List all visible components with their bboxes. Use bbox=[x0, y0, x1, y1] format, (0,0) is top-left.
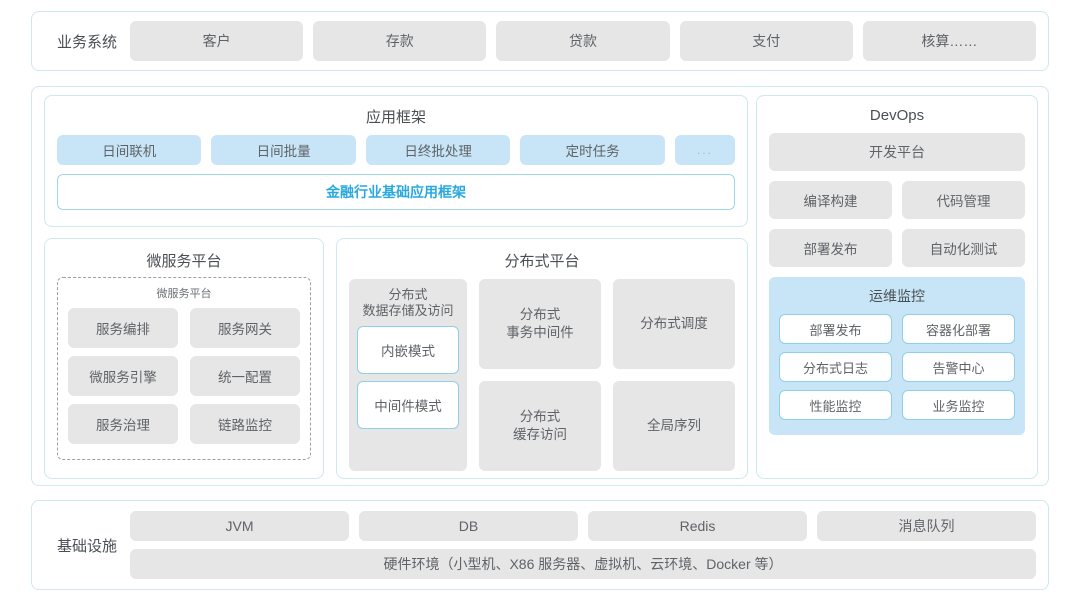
devops-panel: DevOps 开发平台 编译构建 代码管理 部署发布 自动化测试 运维监控 部署… bbox=[756, 95, 1038, 479]
infrastructure-items: JVM DB Redis 消息队列 bbox=[130, 511, 1036, 541]
microservice-platform-title: 微服务平台 bbox=[146, 253, 222, 270]
devops-item-code-management[interactable]: 代码管理 bbox=[902, 181, 1025, 219]
app-framework-item-eod-batch[interactable]: 日终批处理 bbox=[365, 135, 511, 165]
platform-left-column: 应用框架 日间联机 日间批量 日终批处理 定时任务 ... 金融行业基础应用框架… bbox=[44, 95, 748, 479]
distributed-platform-title: 分布式平台 bbox=[504, 253, 580, 270]
microservice-item-service-governance[interactable]: 服务治理 bbox=[68, 404, 178, 444]
app-framework-item-daytime-batch[interactable]: 日间批量 bbox=[211, 135, 356, 165]
application-framework-items: 日间联机 日间批量 日终批处理 定时任务 ... bbox=[57, 135, 735, 165]
business-system-deposit[interactable]: 存款 bbox=[313, 21, 487, 61]
ops-item-performance-monitoring[interactable]: 性能监控 bbox=[779, 390, 892, 420]
financial-base-framework-banner[interactable]: 金融行业基础应用框架 bbox=[57, 174, 735, 210]
distributed-cache-access[interactable]: 分布式缓存访问 bbox=[479, 381, 601, 471]
microservice-item-service-gateway[interactable]: 服务网关 bbox=[190, 308, 300, 348]
ops-monitoring-group: 运维监控 部署发布 容器化部署 分布式日志 告警中心 性能监控 业务监控 bbox=[769, 277, 1025, 435]
distributed-platform-panel: 分布式平台 分布式 数据存储及访问 内嵌模式 中间件模式 bbox=[336, 238, 748, 479]
application-framework-panel: 应用框架 日间联机 日间批量 日终批处理 定时任务 ... 金融行业基础应用框架 bbox=[44, 95, 748, 227]
infrastructure-item-redis[interactable]: Redis bbox=[588, 511, 807, 541]
application-framework-title: 应用框架 bbox=[365, 109, 426, 126]
microservice-item-unified-config[interactable]: 统一配置 bbox=[190, 356, 300, 396]
microservice-platform-inner-group: 微服务平台 服务编排 服务网关 微服务引擎 统一配置 服务治理 链路监控 bbox=[57, 277, 311, 460]
infrastructure-hardware-environment[interactable]: 硬件环境（小型机、X86 服务器、虚拟机、云环境、Docker 等） bbox=[130, 549, 1036, 579]
distributed-platform-grid: 分布式 数据存储及访问 内嵌模式 中间件模式 分布式事务中间件 bbox=[349, 279, 735, 471]
app-framework-item-more[interactable]: ... bbox=[674, 135, 735, 165]
distributed-transaction-middleware[interactable]: 分布式事务中间件 bbox=[479, 279, 601, 369]
infrastructure-panel: 基础设施 JVM DB Redis 消息队列 硬件环境（小型机、X86 服务器、… bbox=[31, 500, 1049, 590]
devops-items: 编译构建 代码管理 部署发布 自动化测试 bbox=[769, 181, 1025, 267]
ops-item-alert-center[interactable]: 告警中心 bbox=[902, 352, 1015, 382]
business-system-loan[interactable]: 贷款 bbox=[496, 21, 670, 61]
distributed-platform-column-2: 分布式事务中间件 分布式缓存访问 bbox=[479, 279, 601, 471]
devops-title: DevOps bbox=[869, 107, 925, 124]
devops-item-automated-test[interactable]: 自动化测试 bbox=[902, 229, 1025, 267]
ops-item-deploy-release[interactable]: 部署发布 bbox=[779, 314, 892, 344]
business-systems-label: 业务系统 bbox=[56, 33, 117, 51]
distributed-platform-column-3: 分布式调度 全局序列 bbox=[613, 279, 735, 471]
distributed-data-storage-box[interactable]: 分布式 数据存储及访问 内嵌模式 中间件模式 bbox=[349, 279, 467, 471]
microservice-platform-items: 服务编排 服务网关 微服务引擎 统一配置 服务治理 链路监控 bbox=[68, 308, 300, 444]
distributed-data-storage-title-line2: 数据存储及访问 bbox=[362, 303, 454, 319]
devops-item-compile-build[interactable]: 编译构建 bbox=[769, 181, 892, 219]
infrastructure-content: JVM DB Redis 消息队列 硬件环境（小型机、X86 服务器、虚拟机、云… bbox=[130, 511, 1036, 579]
infrastructure-item-jvm[interactable]: JVM bbox=[130, 511, 349, 541]
app-framework-item-daytime-online[interactable]: 日间联机 bbox=[57, 135, 202, 165]
business-system-accounting[interactable]: 核算…… bbox=[862, 21, 1037, 61]
microservice-item-service-orchestration[interactable]: 服务编排 bbox=[68, 308, 178, 348]
infrastructure-item-db[interactable]: DB bbox=[359, 511, 578, 541]
business-systems-items: 客户 存款 贷款 支付 核算…… bbox=[130, 21, 1037, 61]
distributed-platform-column-1: 分布式 数据存储及访问 内嵌模式 中间件模式 bbox=[349, 279, 467, 471]
distributed-data-storage-title-line1: 分布式 bbox=[388, 287, 428, 302]
infrastructure-item-message-queue[interactable]: 消息队列 bbox=[817, 511, 1036, 541]
distributed-scheduling[interactable]: 分布式调度 bbox=[613, 279, 735, 369]
ops-item-containerized-deploy[interactable]: 容器化部署 bbox=[902, 314, 1015, 344]
devops-item-dev-platform[interactable]: 开发平台 bbox=[769, 133, 1025, 171]
distributed-data-storage-title: 分布式 数据存储及访问 bbox=[357, 287, 459, 320]
distributed-transaction-middleware-label: 分布式事务中间件 bbox=[506, 307, 574, 340]
business-system-payment[interactable]: 支付 bbox=[679, 21, 853, 61]
ops-monitoring-title: 运维监控 bbox=[869, 288, 925, 304]
storage-mode-middleware[interactable]: 中间件模式 bbox=[357, 380, 459, 429]
app-framework-item-scheduled-task[interactable]: 定时任务 bbox=[520, 135, 665, 165]
ops-item-distributed-log[interactable]: 分布式日志 bbox=[779, 352, 892, 382]
business-system-customer[interactable]: 客户 bbox=[130, 21, 304, 61]
platform-band: 应用框架 日间联机 日间批量 日终批处理 定时任务 ... 金融行业基础应用框架… bbox=[31, 86, 1049, 486]
storage-mode-embedded[interactable]: 内嵌模式 bbox=[357, 325, 459, 374]
distributed-cache-access-label: 分布式缓存访问 bbox=[513, 409, 567, 442]
infrastructure-label: 基础设施 bbox=[56, 537, 117, 555]
ops-monitoring-items: 部署发布 容器化部署 分布式日志 告警中心 性能监控 业务监控 bbox=[779, 314, 1015, 420]
microservice-item-trace-monitoring[interactable]: 链路监控 bbox=[190, 404, 300, 444]
devops-item-deploy-release[interactable]: 部署发布 bbox=[769, 229, 892, 267]
microservice-platform-panel: 微服务平台 微服务平台 服务编排 服务网关 微服务引擎 统一配置 服务治理 链路… bbox=[44, 238, 324, 479]
business-systems-panel: 业务系统 客户 存款 贷款 支付 核算…… bbox=[31, 11, 1049, 71]
ops-item-business-monitoring[interactable]: 业务监控 bbox=[902, 390, 1015, 420]
microservice-platform-inner-title: 微服务平台 bbox=[156, 288, 212, 300]
global-sequence[interactable]: 全局序列 bbox=[613, 381, 735, 471]
infrastructure-hardware-row: 硬件环境（小型机、X86 服务器、虚拟机、云环境、Docker 等） bbox=[130, 549, 1036, 579]
microservice-item-microservice-engine[interactable]: 微服务引擎 bbox=[68, 356, 178, 396]
